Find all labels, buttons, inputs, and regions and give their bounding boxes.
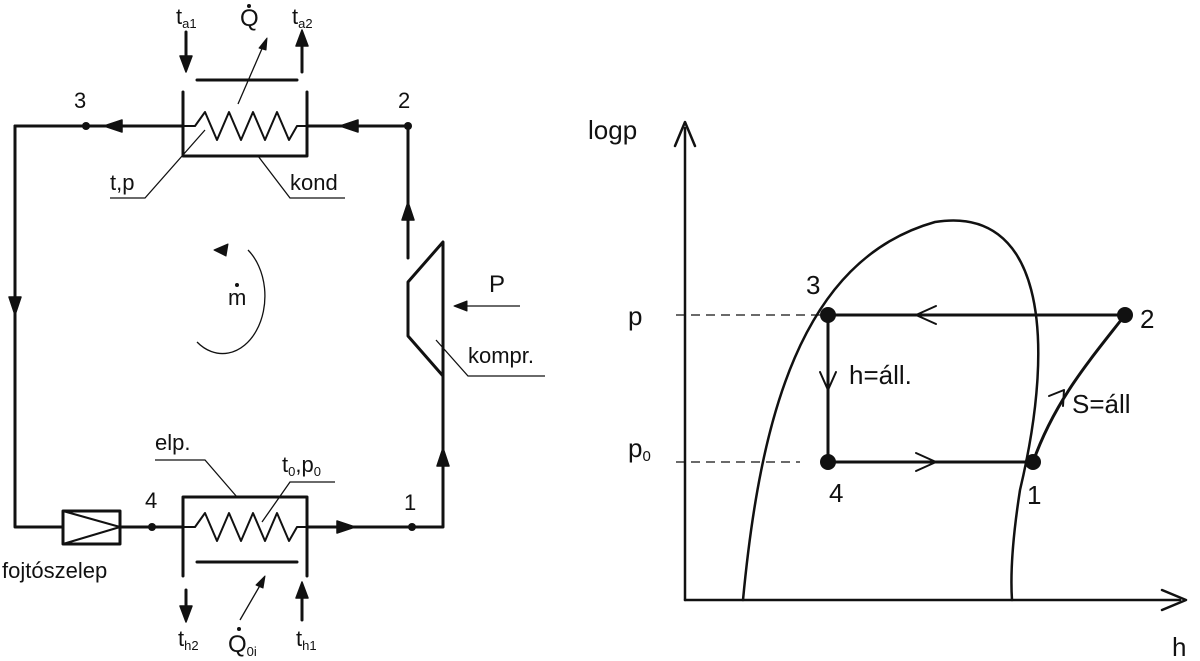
evaporator-tp-label: t0,p0: [282, 452, 321, 479]
condenser-heat-line: [237, 43, 265, 105]
evaporator-tp-leader: [261, 481, 335, 523]
x-axis-arrowhead: [1160, 588, 1188, 612]
condenser-name-label: kond: [290, 170, 338, 195]
flow-arrow-top-left: [103, 119, 123, 133]
compression-arrow: [1048, 389, 1065, 407]
condensation-arrow: [915, 305, 937, 325]
evaporator-shell: [181, 495, 309, 578]
condenser-inlet-temp: ta1: [176, 4, 197, 31]
flow-arrow-compressor-out: [401, 201, 415, 221]
logph-point-1: [1025, 454, 1041, 470]
valve-label: fojtószelep: [2, 558, 107, 583]
logph-point-4: [820, 454, 836, 470]
evaporator-heat-label: Q0i: [228, 631, 257, 659]
logph-point-3-label: 3: [806, 270, 820, 300]
condenser-name-leader: [257, 155, 345, 199]
evaporation-arrow: [915, 452, 937, 472]
p-low-label: p0: [628, 433, 651, 465]
x-axis-label: h: [1172, 632, 1186, 661]
condenser-heat-rate-dot: [247, 4, 251, 8]
flow-arrow-top-right: [339, 119, 359, 133]
flow-arrow-left-down: [8, 296, 22, 316]
y-axis-arrowhead: [673, 120, 697, 148]
circulation-arc: [196, 249, 266, 355]
cycle-point-1-dot: [408, 523, 416, 531]
expansion-valve-symbol: [61, 509, 122, 546]
circulation-arrowhead: [213, 243, 229, 257]
condenser-outlet-temp: ta2: [292, 4, 313, 31]
logph-point-1-label: 1: [1027, 480, 1041, 510]
y-axis-label: logp: [588, 115, 637, 145]
compressor-power-arrowhead: [453, 300, 468, 312]
cycle-point-2-dot: [404, 122, 412, 130]
condenser-heat-arrowhead: [258, 37, 268, 51]
cycle-point-3-label: 3: [74, 88, 86, 113]
cycle-point-4-label: 4: [145, 488, 157, 513]
evaporator-name-label: elp.: [155, 430, 190, 455]
condenser: [110, 29, 345, 199]
condenser-tp-label: t,p: [110, 170, 134, 195]
compressor-power-label: P: [489, 271, 505, 298]
evaporator-heat-arrowhead: [255, 575, 266, 589]
evaporator-outlet-arrow: [179, 605, 193, 623]
evaporator-name-leader: [155, 459, 238, 498]
cycle-point-3-dot: [82, 122, 90, 130]
condenser-coil: [182, 111, 308, 141]
evaporator-outlet-temp: th2: [178, 626, 199, 653]
compressor-leader: [435, 339, 545, 377]
cycle-schematic: 3 2 4 1 ta1 ta2 Q t,p kond m: [2, 4, 545, 659]
condenser-inlet-arrow: [179, 55, 193, 73]
condenser-tp-leader: [110, 129, 206, 199]
evaporator-heat-rate-dot: [237, 627, 241, 631]
condenser-shell-top: [181, 90, 309, 158]
flow-arrow-bottom-right: [336, 520, 356, 534]
cycle-point-2-label: 2: [398, 88, 410, 113]
compressor-body: [406, 240, 445, 378]
evaporator-inlet-arrow: [295, 581, 309, 599]
circuit-bottom-right-line: [305, 374, 445, 529]
cycle-point-1-label: 1: [404, 490, 416, 515]
evaporator-heat-line: [239, 581, 263, 621]
condenser-heat-label: Q: [240, 5, 259, 32]
compressor-name-label: kompr.: [468, 343, 534, 368]
evaporator-inlet-temp: th1: [296, 626, 317, 653]
logph-point-3: [820, 307, 836, 323]
evaporator: [155, 459, 335, 623]
logph-point-2-label: 2: [1140, 304, 1154, 334]
flow-arrow-right-up: [436, 447, 450, 467]
logph-point-4-label: 4: [829, 478, 843, 508]
isenthalp-label: h=áll.: [849, 360, 912, 390]
mass-flow-label: m: [228, 285, 246, 310]
condenser-outlet-arrow: [295, 29, 309, 47]
p-high-label: p: [628, 301, 642, 331]
logph-diagram: logp h p p0 3 2 4 1 h=áll. S=áll: [588, 115, 1188, 661]
expansion-valve: [61, 509, 122, 546]
logph-point-2: [1117, 307, 1133, 323]
isentrope-label: S=áll: [1072, 389, 1131, 419]
saturation-dome: [741, 219, 1040, 602]
mass-flow-dot: [235, 283, 239, 287]
evaporator-coil: [182, 512, 308, 542]
circuit-left-line: [13, 124, 65, 529]
throttling-arrow: [819, 371, 837, 391]
cycle-point-4-dot: [148, 523, 156, 531]
compression-line: [1031, 313, 1127, 464]
